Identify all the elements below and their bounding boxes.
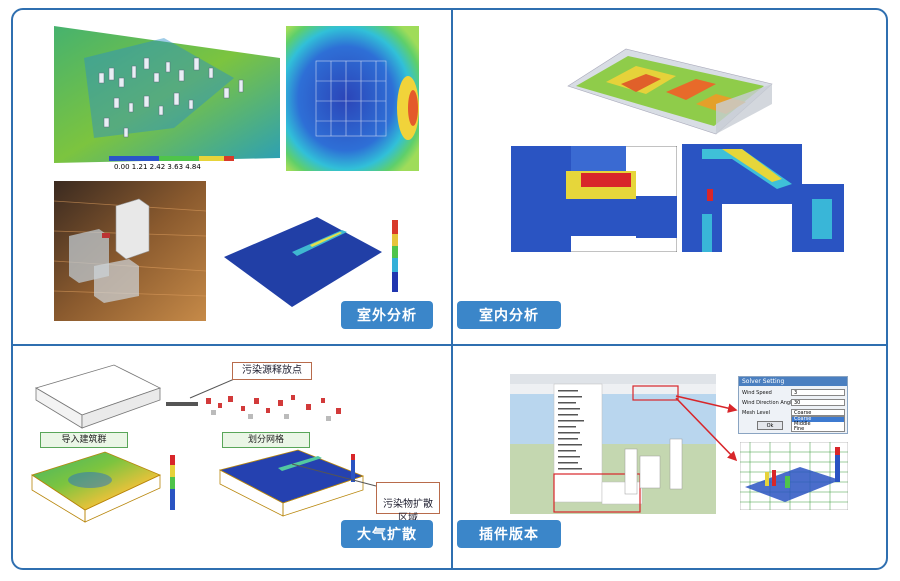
wind-speed-label: Wind Speed xyxy=(742,390,772,396)
terrain-wind-field-image xyxy=(30,450,185,525)
horizontal-divider xyxy=(13,344,886,346)
mesh-level-select[interactable]: Coarse xyxy=(791,409,845,416)
plugin-result-image xyxy=(740,442,848,510)
diffusion-region-text: 污染物扩散 区域 xyxy=(383,499,433,524)
outdoor-3d-render-image xyxy=(54,181,206,321)
mesh-level-label: Mesh Level xyxy=(742,410,770,416)
outdoor-plan-wind-image xyxy=(286,26,419,171)
sketchup-screenshot-image xyxy=(510,374,716,514)
outdoor-analysis-tag: 室外分析 xyxy=(341,301,433,329)
building-box-outline-image xyxy=(34,360,162,432)
mesh-option[interactable]: Fine xyxy=(794,426,805,432)
mesh-option[interactable]: Middle xyxy=(794,421,811,427)
pointer-line-region xyxy=(291,463,377,487)
atmospheric-diffusion-tag: 大气扩散 xyxy=(341,520,433,548)
outdoor-contour-plane-image xyxy=(222,212,418,312)
pollution-source-buildings-image xyxy=(166,378,356,423)
indoor-plan-left-image xyxy=(511,146,677,252)
svg-text:0.00 1.21 2.42 3.63 4.: 0.00 1.21 2.42 3.63 4.84 xyxy=(114,163,201,171)
import-buildings-label: 导入建筑群 xyxy=(40,432,128,448)
mesh-division-label: 划分网格 xyxy=(222,432,310,448)
arrows-to-dialog xyxy=(675,395,738,462)
dialog-title: Solver Setting xyxy=(739,377,847,386)
wind-direction-input[interactable]: 30 xyxy=(791,399,845,406)
wind-speed-input[interactable]: 3 xyxy=(791,389,845,396)
indoor-3d-model-image xyxy=(566,44,774,136)
diffusion-region-label: 污染物扩散 区域 xyxy=(376,482,440,524)
indoor-plan-right-image xyxy=(682,144,844,252)
wind-direction-label: Wind Direction Angle xyxy=(742,400,795,406)
outdoor-city-wind-image: 0.00 1.21 2.42 3.63 4.84 xyxy=(54,18,280,173)
plugin-version-tag: 插件版本 xyxy=(457,520,561,548)
indoor-analysis-tag: 室内分析 xyxy=(457,301,561,329)
mesh-option[interactable]: Coarse xyxy=(792,417,844,422)
mesh-level-options: Coarse Middle Fine xyxy=(791,416,845,432)
pollution-source-label: 污染源释放点 xyxy=(232,362,312,380)
diffusion-region-image xyxy=(218,448,368,518)
vertical-divider xyxy=(451,10,453,568)
ok-button[interactable]: Ok xyxy=(757,421,783,430)
solver-setting-dialog: Solver Setting Wind Speed 3 Wind Directi… xyxy=(738,376,848,434)
